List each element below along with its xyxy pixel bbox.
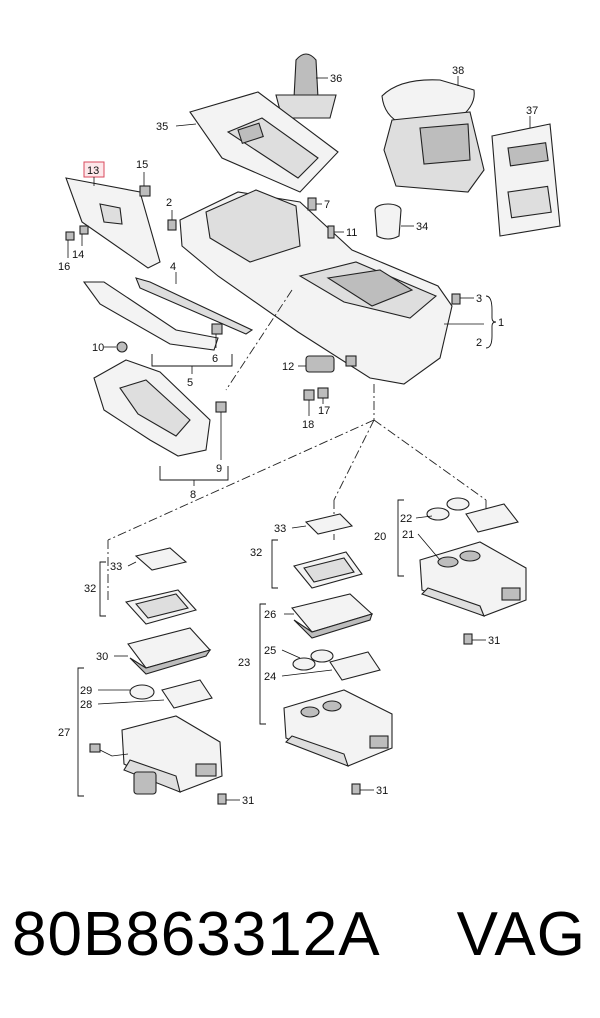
variant-c-storage-box [419,497,527,617]
callout-11: 11 [346,227,357,239]
callout-34: 34 [416,221,428,233]
left-side-trim-part [65,177,161,269]
grille-12-part [305,355,335,373]
callout-8: 8 [190,489,196,501]
callout-6: 6 [212,353,218,365]
callout-32-left: 32 [84,583,96,595]
clip-2-part [167,219,177,231]
callout-24: 24 [264,671,276,683]
callout-28: 28 [80,699,92,711]
callout-30: 30 [96,651,108,663]
shift-cover-trim-part [189,91,339,193]
callout-33-left: 33 [110,561,122,573]
callout-25: 25 [264,645,276,657]
callout-14: 14 [72,249,84,261]
footer-caption: 80B863312A VAG [0,880,600,990]
clip-6-part [211,323,223,335]
screw-11-part [327,225,335,239]
gear-knob-part [275,53,337,119]
center-console-body-part [179,189,453,385]
callout-26: 26 [264,609,276,621]
clip-console-part [345,355,357,367]
callout-35: 35 [156,121,168,133]
callout-21: 21 [402,529,414,541]
callout-29: 29 [80,685,92,697]
callout-37: 37 [526,105,538,117]
armrest-part [381,79,485,193]
cap-18-part [303,389,315,401]
rear-vent-panel-part [491,123,561,237]
callout-5: 5 [187,377,193,389]
callout-4: 4 [170,261,176,273]
callout-20: 20 [374,531,386,543]
screw-17-part [317,387,329,399]
callout-31-left: 31 [242,795,254,807]
callout-18: 18 [302,419,314,431]
callout-9: 9 [216,463,222,475]
variant-connector-lines [107,289,487,600]
callout-31-right: 31 [488,635,500,647]
callout-12: 12 [282,361,294,373]
callout-2: 2 [166,197,172,209]
callout-16: 16 [58,261,70,273]
callout-2-right: 2 [476,337,482,349]
part-number-label: 80B863312A [12,900,381,969]
callout-36: 36 [330,73,342,85]
clip-9-part [215,401,227,413]
callout-38: 38 [452,65,464,77]
grommet-10-part [116,341,128,353]
callout-33-mid: 33 [274,523,286,535]
bracket-frame-part [93,359,211,457]
screw-31-left-part [217,793,227,805]
callout-15: 15 [136,159,148,171]
callout-32-mid: 32 [250,547,262,559]
callout-10: 10 [92,342,104,354]
clip-15-part [139,185,151,197]
cup-insert-part [374,203,402,240]
callout-13: 13 [87,165,99,177]
callout-31-mid: 31 [376,785,388,797]
clip-3-part [451,293,461,305]
screw-31-right-part [463,633,473,645]
callout-17: 17 [318,405,330,417]
clip-7-part [307,197,317,211]
variant-a-storage-box [89,547,223,795]
callout-27: 27 [58,727,70,739]
callout-3: 3 [476,293,482,305]
callout-22: 22 [400,513,412,525]
screw-31-mid-part [351,783,361,795]
callout-1: 1 [498,317,504,329]
trim-strip-4-part [135,277,254,335]
variant-b-storage-box [283,513,393,767]
callout-23: 23 [238,657,250,669]
exploded-parts-diagram: 36 35 38 37 34 7 11 2 [58,53,561,807]
callout-7: 7 [324,199,330,211]
clip-16-part [65,231,75,241]
brand-label: VAG [456,900,586,969]
clip-14-part [79,225,89,235]
